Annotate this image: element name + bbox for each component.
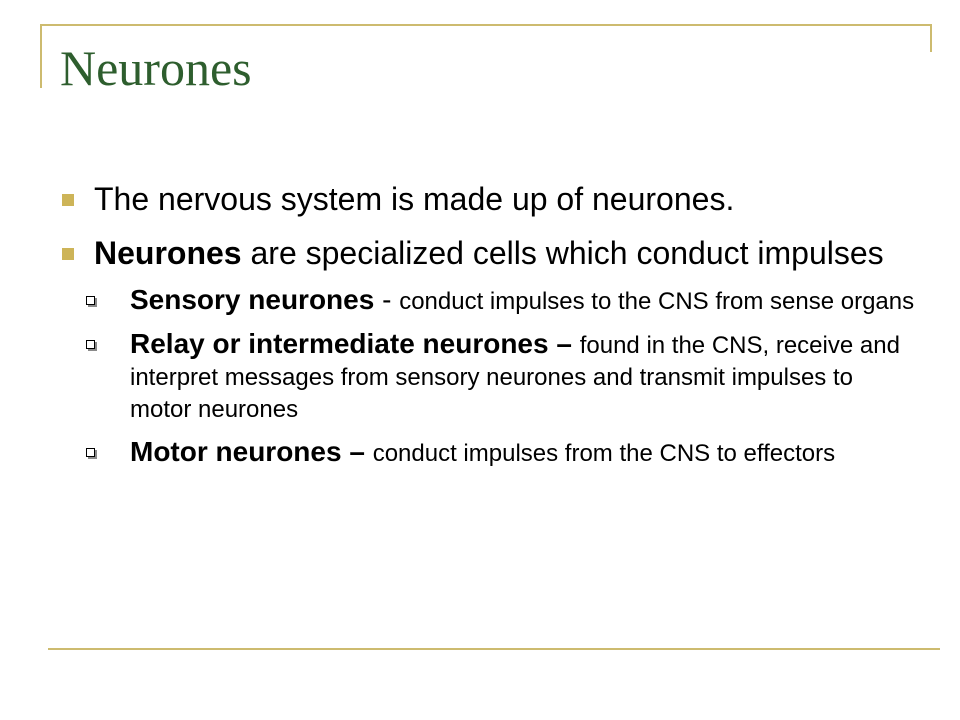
sub-bullet-strong-term: Sensory neurones: [130, 284, 375, 315]
sub-bullet-strong-term: Relay or intermediate neurones: [130, 328, 549, 359]
sub-bullet-item: Relay or intermediate neurones – found i…: [82, 328, 920, 426]
frame-left-rule: [40, 24, 42, 88]
slide-content: The nervous system is made up of neurone…: [60, 178, 920, 480]
hollow-square-bullet-icon: [86, 448, 95, 457]
frame-top-rule: [40, 24, 932, 26]
filled-square-bullet-icon: [62, 248, 74, 260]
sub-bullet-item: Sensory neurones - conduct impulses to t…: [82, 284, 920, 318]
bullet-strong-term: Neurones: [94, 235, 242, 271]
sub-bullet-text: conduct impulses from the CNS to effecto…: [372, 440, 836, 467]
filled-square-bullet-icon: [62, 194, 74, 206]
hollow-square-bullet-icon: [86, 296, 95, 305]
bullet-item: Neurones are specialized cells which con…: [60, 232, 920, 274]
bullet-text: The nervous system is made up of neurone…: [94, 181, 735, 217]
sub-bullet-strong-term: Motor neurones: [130, 436, 342, 467]
frame-right-rule: [930, 24, 932, 52]
sub-bullet-text: found in the CNS, receive and interpret …: [130, 332, 900, 423]
sub-bullet-text: conduct impulses to the CNS from sense o…: [399, 288, 915, 315]
hollow-square-bullet-icon: [86, 340, 95, 349]
bullet-item: The nervous system is made up of neurone…: [60, 178, 920, 220]
sub-bullet-item: Motor neurones – conduct impulses from t…: [82, 436, 920, 470]
sub-bullet-separator: -: [374, 284, 400, 315]
frame-bottom-rule: [48, 648, 940, 650]
slide-title: Neurones: [60, 40, 252, 96]
sub-bullet-separator: –: [548, 328, 580, 359]
sub-bullet-separator: –: [341, 436, 373, 467]
bullet-text: are specialized cells which conduct impu…: [241, 235, 884, 271]
